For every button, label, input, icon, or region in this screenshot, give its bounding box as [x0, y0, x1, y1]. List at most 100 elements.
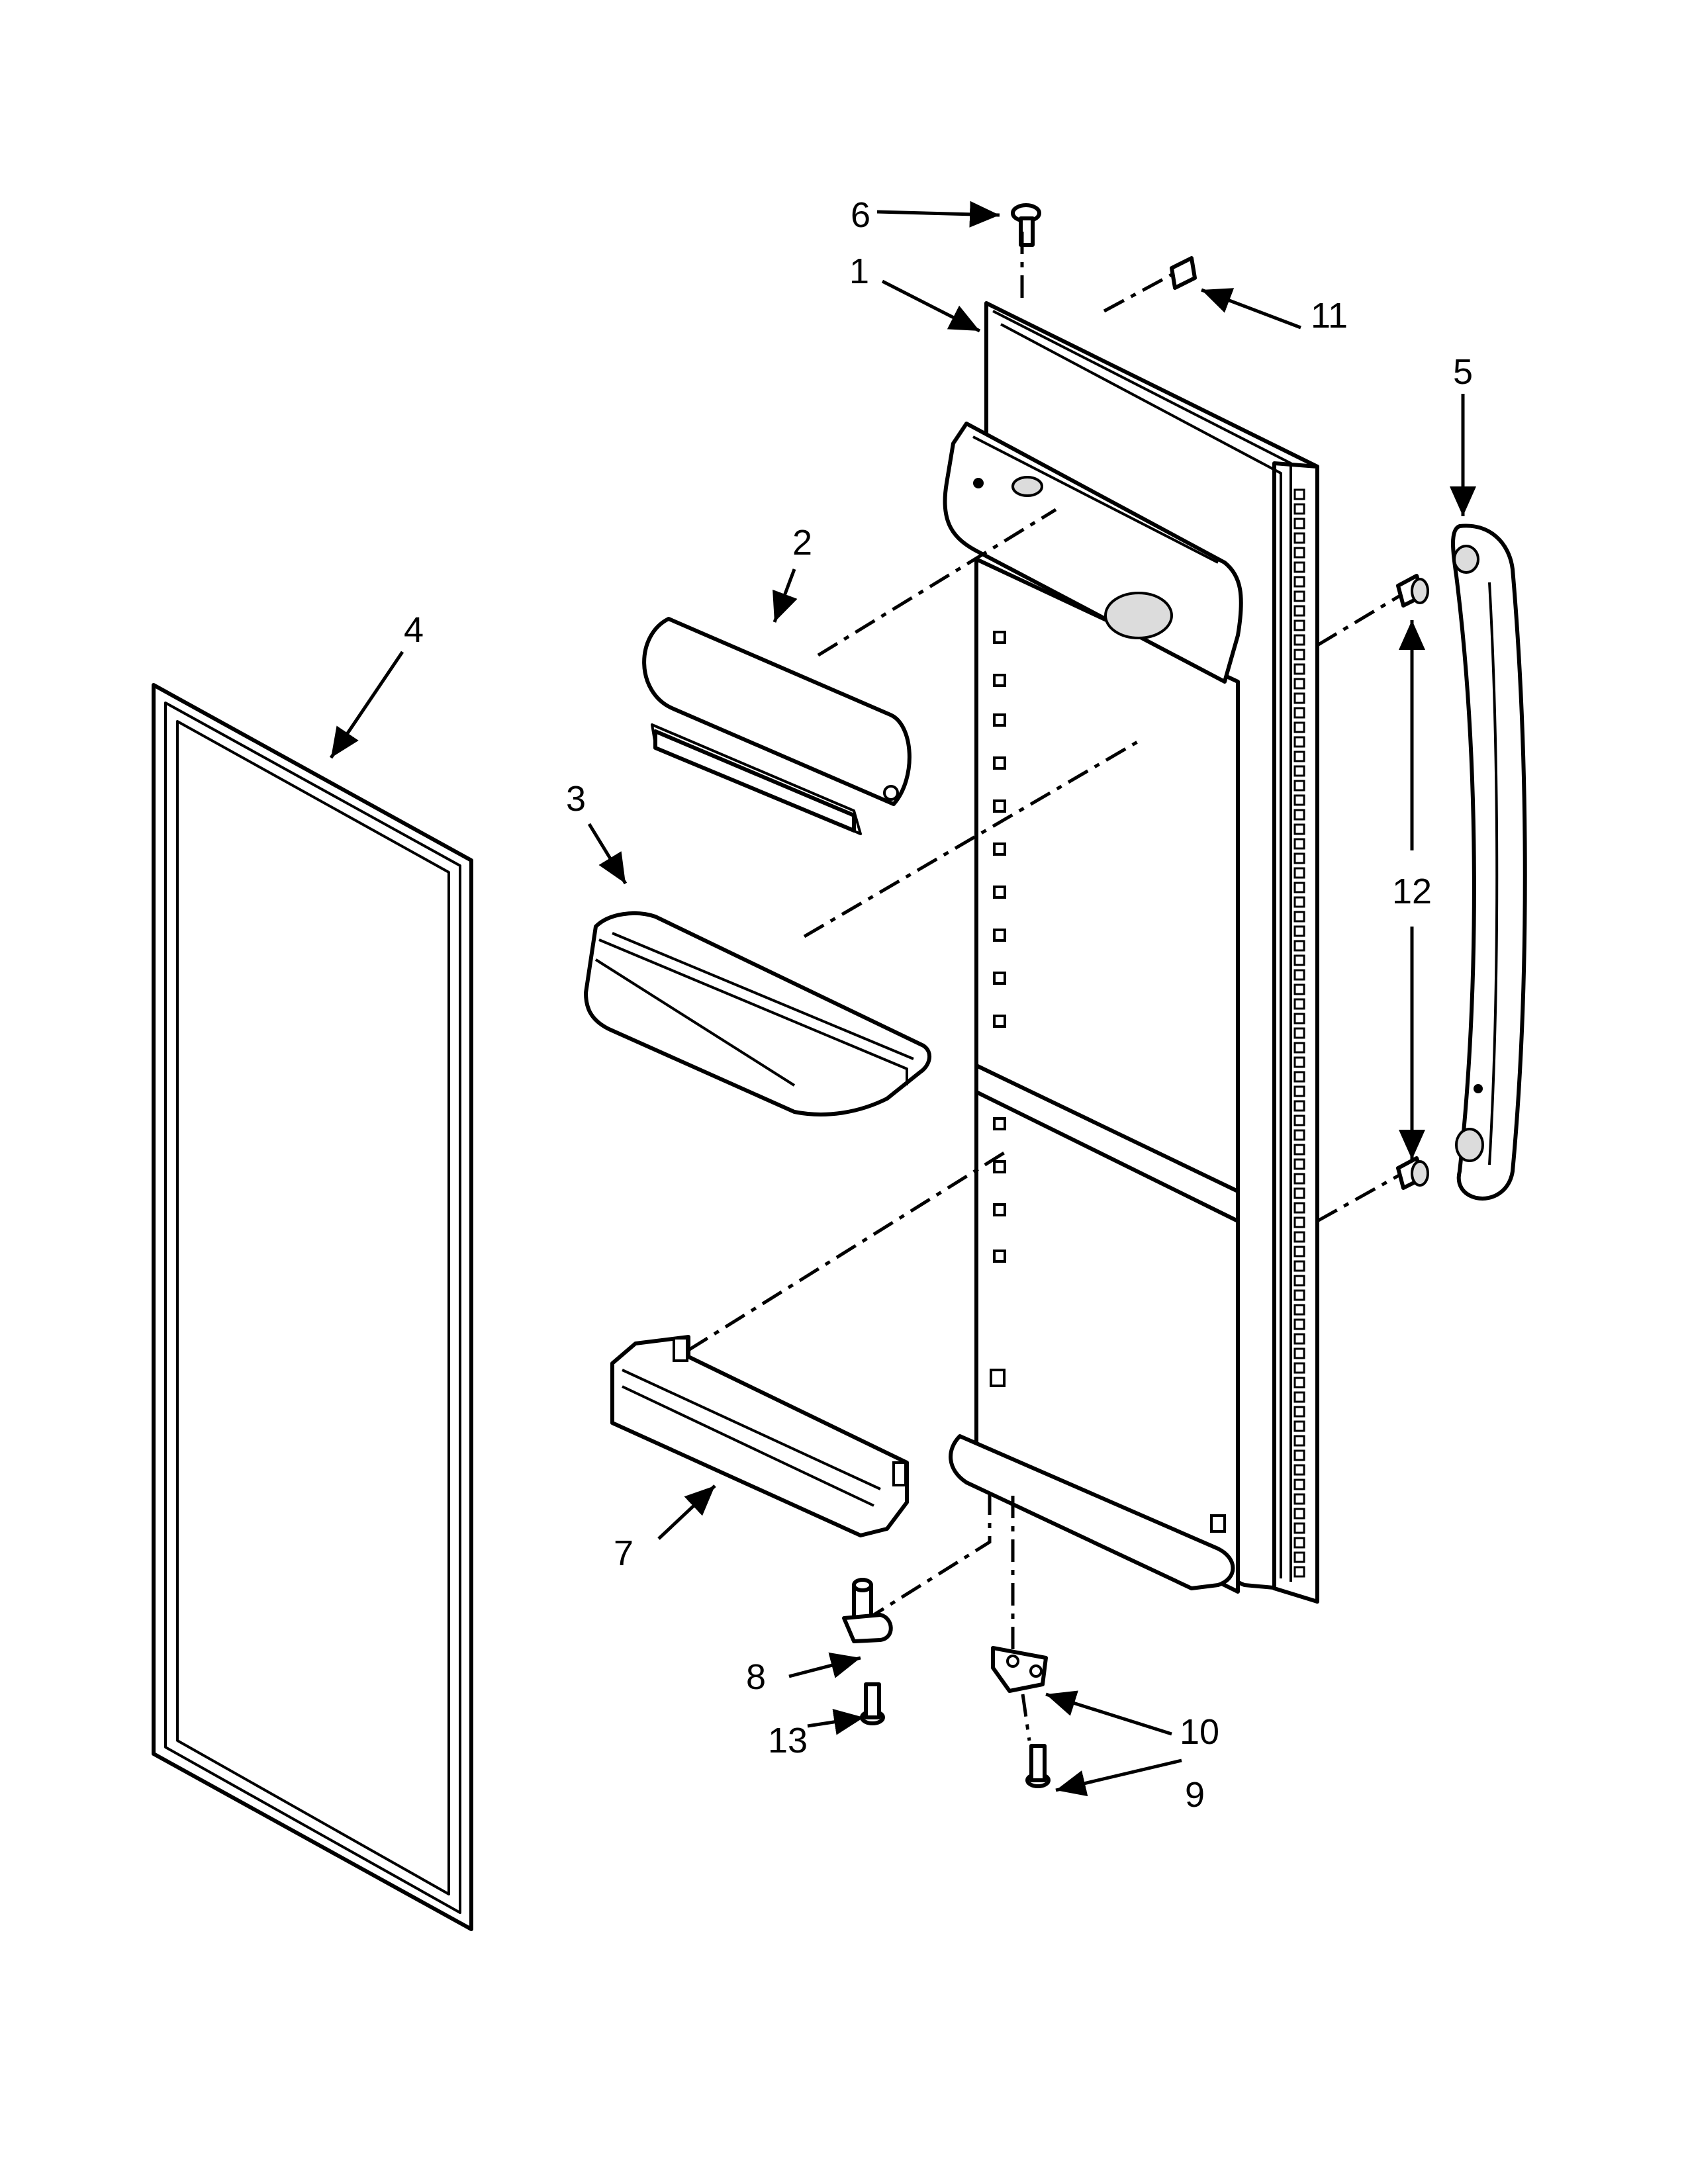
- gasket-channel-slot: [1293, 1566, 1305, 1578]
- gasket-channel-slot: [1293, 1027, 1305, 1039]
- gasket-channel-slot: [1293, 954, 1305, 966]
- callout-6: 6: [851, 195, 870, 235]
- handle-mounting-stud-lower: [1396, 1156, 1429, 1190]
- gasket-channel-slot: [1293, 1479, 1305, 1490]
- gasket-channel-slot: [1293, 547, 1305, 559]
- gasket-channel-slot: [1293, 1173, 1305, 1185]
- dispenser-cover: [642, 617, 912, 835]
- handle-mounting-stud-upper: [1396, 574, 1429, 608]
- callout-9: 9: [1185, 1775, 1205, 1815]
- gasket-channel-slot: [1293, 751, 1305, 762]
- door-liner: [943, 301, 1319, 1604]
- gasket-channel-slot: [1293, 634, 1305, 646]
- gasket-channel-slot: [1293, 867, 1305, 879]
- gasket-channel-slot: [1293, 1304, 1305, 1316]
- shim-screw: [1025, 1744, 1051, 1788]
- callout-1: 1: [849, 251, 869, 291]
- gasket-channel-slot: [1293, 925, 1305, 937]
- shelf-support-bump: [993, 1117, 1006, 1130]
- gasket-channel-slot: [1293, 1216, 1305, 1228]
- hinge-shim: [991, 1646, 1048, 1693]
- hinge-screw: [860, 1682, 885, 1725]
- gasket-channel-slot: [1293, 1115, 1305, 1126]
- lower-hinge: [842, 1578, 893, 1643]
- callout-4: 4: [404, 610, 424, 650]
- gasket-channel-slot: [1293, 649, 1305, 660]
- gasket-channel-slot: [1293, 1420, 1305, 1432]
- gasket-channel-slot: [1293, 998, 1305, 1010]
- shelf-support-bump: [993, 1203, 1006, 1216]
- shelf-support-bump: [993, 1250, 1006, 1263]
- gasket-channel-slot: [1293, 1362, 1305, 1374]
- callout-11: 11: [1311, 296, 1348, 336]
- gasket-channel-slot: [1293, 882, 1305, 893]
- gasket-channel-slot: [1293, 1377, 1305, 1388]
- gasket-channel-slot: [1293, 678, 1305, 690]
- callout-3: 3: [566, 779, 586, 819]
- gasket-channel-slot: [1293, 1347, 1305, 1359]
- gasket-channel-slot: [1293, 576, 1305, 588]
- gasket-channel-slot: [1293, 1449, 1305, 1461]
- gasket-channel-slot: [1293, 1246, 1305, 1257]
- door-gasket: [152, 683, 473, 1931]
- shelf-support-bump: [993, 713, 1006, 727]
- gasket-channel-slot: [1293, 1129, 1305, 1141]
- gasket-channel-slot: [1293, 1100, 1305, 1112]
- gasket-channel-slot: [1293, 1056, 1305, 1068]
- gasket-channel-slot: [1293, 1158, 1305, 1170]
- gasket-channel-slot: [1293, 1391, 1305, 1403]
- shelf-support-bump: [993, 972, 1006, 985]
- gasket-channel-slot: [1293, 1537, 1305, 1549]
- gasket-channel-slot: [1293, 1042, 1305, 1054]
- callout-8: 8: [746, 1657, 766, 1697]
- bottom-door-bin: [610, 1335, 909, 1537]
- shelf-support-bump: [993, 674, 1006, 687]
- gasket-channel-slot: [1293, 896, 1305, 908]
- gasket-channel-slot: [1293, 940, 1305, 952]
- assembly-lines: [687, 232, 1401, 1741]
- gasket-channel-slot: [1293, 1275, 1305, 1287]
- gasket-channel-slot: [1293, 1464, 1305, 1476]
- gasket-channel-slot: [1293, 1071, 1305, 1083]
- gasket-channel-slot: [1293, 1289, 1305, 1301]
- gasket-channel-slot: [1293, 736, 1305, 748]
- callout-2: 2: [792, 523, 812, 563]
- gasket-channel-slot: [1293, 1231, 1305, 1243]
- gasket-channel-slot: [1293, 707, 1305, 719]
- gasket-channel-slot: [1293, 663, 1305, 675]
- gasket-channel-slot: [1293, 1318, 1305, 1330]
- callout-10: 10: [1180, 1712, 1219, 1752]
- shelf-supports: [993, 631, 1006, 1263]
- shelf-support-bump: [993, 799, 1006, 813]
- gasket-channel-slot: [1293, 1493, 1305, 1505]
- shelf-support-bump: [993, 842, 1006, 856]
- gasket-channel-slot: [1293, 561, 1305, 573]
- gasket-channel-slot: [1293, 911, 1305, 923]
- gasket-channel-slot: [1293, 983, 1305, 995]
- gasket-channel-slot: [1293, 518, 1305, 529]
- gasket-channel-slot: [1293, 1551, 1305, 1563]
- shelf-support-bump: [993, 756, 1006, 770]
- gasket-channel-slot: [1293, 794, 1305, 806]
- gasket-channel-slot: [1293, 823, 1305, 835]
- gasket-channel-slot: [1293, 503, 1305, 515]
- callout-7: 7: [614, 1533, 633, 1573]
- gasket-channel-slot: [1293, 780, 1305, 792]
- callout-13: 13: [768, 1721, 808, 1760]
- gasket-channel-slot: [1293, 721, 1305, 733]
- gasket-channel-slot: [1293, 590, 1305, 602]
- callout-5: 5: [1453, 352, 1473, 392]
- callout-12: 12: [1392, 872, 1432, 911]
- leader-arrows: [329, 201, 1476, 1797]
- shelf-support-bump: [993, 929, 1006, 942]
- gasket-channel-slot: [1293, 619, 1305, 631]
- gasket-channel-ladder: [1293, 488, 1305, 1578]
- callout-labels: 1 2 3 4 5 6 7 8 9 10 11 12 13: [404, 195, 1473, 1815]
- gasket-channel-slot: [1293, 765, 1305, 777]
- gasket-channel-slot: [1293, 969, 1305, 981]
- door-handle: [1451, 523, 1527, 1201]
- shelf-support-bump: [993, 1015, 1006, 1028]
- gasket-channel-slot: [1293, 1260, 1305, 1272]
- gasket-channel-slot: [1293, 1406, 1305, 1418]
